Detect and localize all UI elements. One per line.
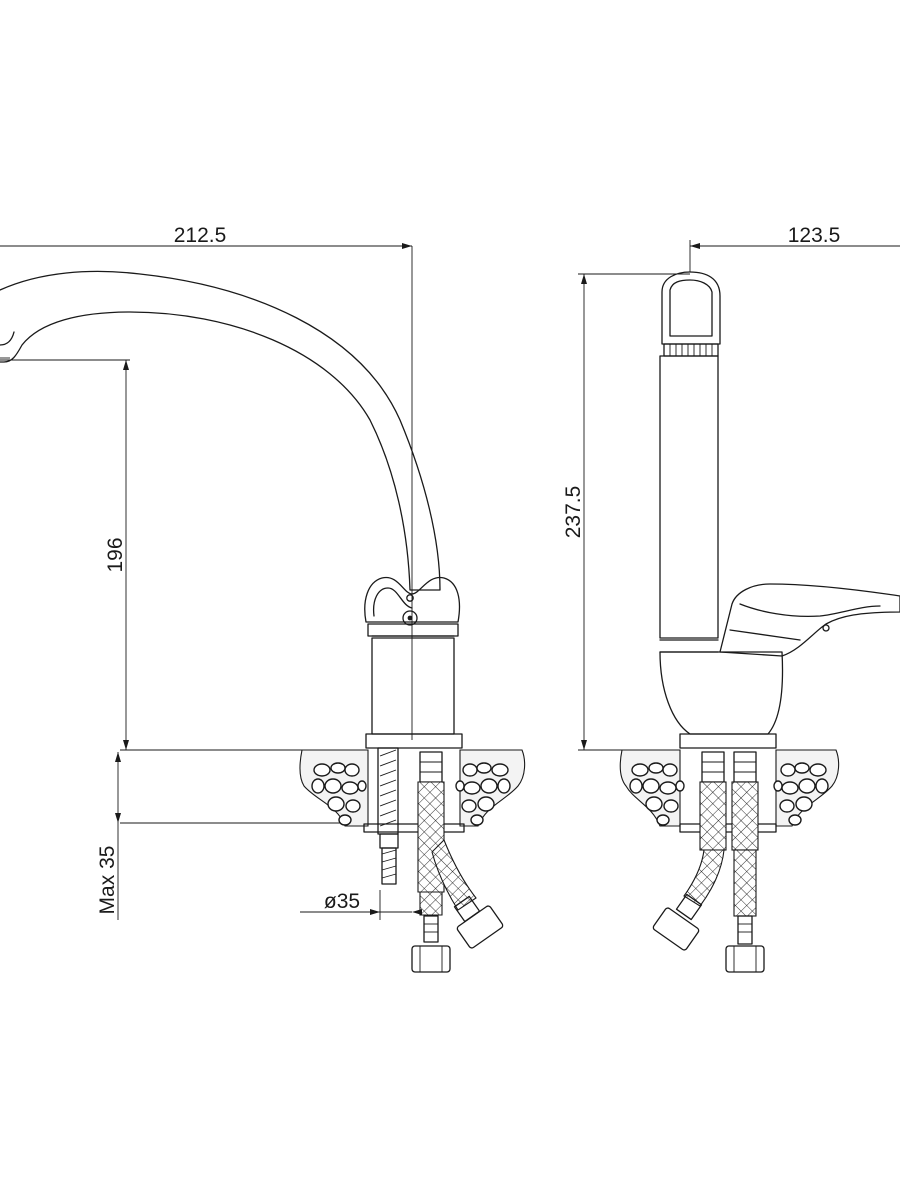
dimension-counter-thickness: Max 35 [96, 752, 121, 920]
dimension-label-spout-reach: 212.5 [174, 224, 227, 247]
side-view [619, 271, 900, 973]
faucet-body [371, 637, 455, 735]
side-lever [719, 583, 900, 657]
dimension-label-total-height: 237.5 [562, 486, 585, 539]
spout-column [659, 355, 719, 639]
dimension-label-lever-reach: 123.5 [788, 224, 841, 247]
supply-hose-2 [431, 839, 477, 911]
front-view [0, 246, 526, 973]
side-body [659, 651, 784, 735]
dimension-hole-diameter: ø35 [300, 890, 422, 920]
dimension-label-spout-height: 196 [104, 537, 127, 572]
dimension-lever-reach: 123.5 [689, 224, 900, 272]
indicator-dot [402, 610, 418, 626]
dimension-spout-height: 196 [0, 359, 130, 750]
dimension-total-height: 237.5 [562, 273, 690, 751]
dimension-spout-reach: 212.5 [0, 224, 412, 249]
dimension-label-hole-diameter: ø35 [324, 890, 360, 913]
dimension-label-counter-thickness: Max 35 [96, 846, 119, 915]
base-ring [365, 733, 463, 749]
spout [0, 270, 441, 591]
